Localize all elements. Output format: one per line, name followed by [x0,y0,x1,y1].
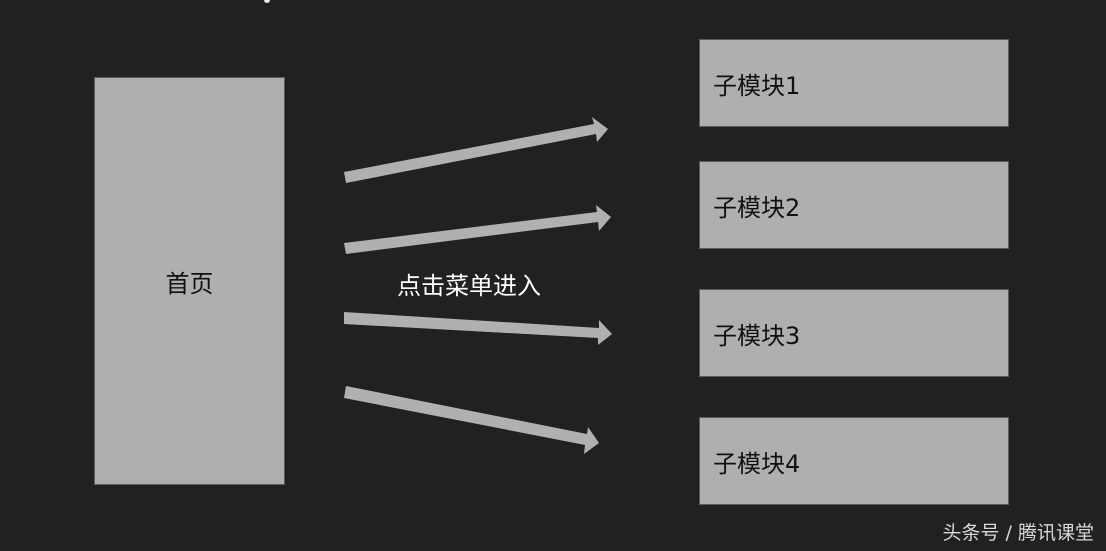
cropped-text-fragment [264,0,270,3]
home-box: 首页 [94,77,285,485]
submodule-2-label: 子模块2 [713,193,801,222]
arrow-to-submodule-3 [344,312,612,345]
action-label: 点击菜单进入 [397,272,541,300]
submodule-3-label: 子模块3 [713,321,801,350]
arrow-to-submodule-2 [344,205,611,254]
submodule-2-box: 子模块2 [699,161,1009,249]
submodule-3-box: 子模块3 [699,289,1009,377]
arrow-to-submodule-4 [344,386,599,454]
submodule-1-label: 子模块1 [713,71,801,100]
submodule-1-box: 子模块1 [699,39,1009,127]
arrow-to-submodule-1 [344,117,608,183]
home-label: 首页 [165,269,214,298]
watermark: 头条号 / 腾讯课堂 [942,522,1094,544]
submodule-4-label: 子模块4 [713,449,801,478]
submodule-4-box: 子模块4 [699,417,1009,505]
